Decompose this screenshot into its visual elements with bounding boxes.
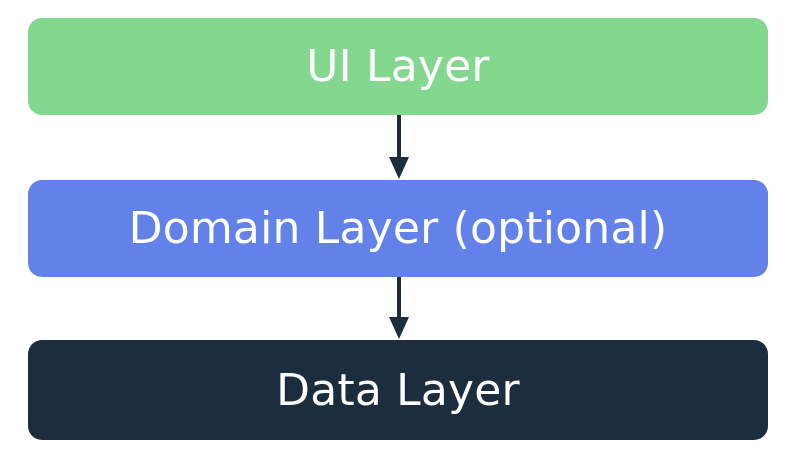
arrow-down-icon: [389, 277, 409, 339]
ui-layer-label: UI Layer: [306, 41, 490, 92]
arrow-down-icon: [389, 115, 409, 179]
arrow-head: [389, 317, 409, 339]
data-layer-label: Data Layer: [276, 364, 520, 416]
domain-layer-box: Domain Layer (optional): [28, 180, 768, 277]
domain-layer-label: Domain Layer (optional): [128, 203, 668, 254]
data-layer-box: Data Layer: [28, 340, 768, 440]
ui-layer-box: UI Layer: [28, 18, 768, 115]
arrow-head: [389, 157, 409, 179]
